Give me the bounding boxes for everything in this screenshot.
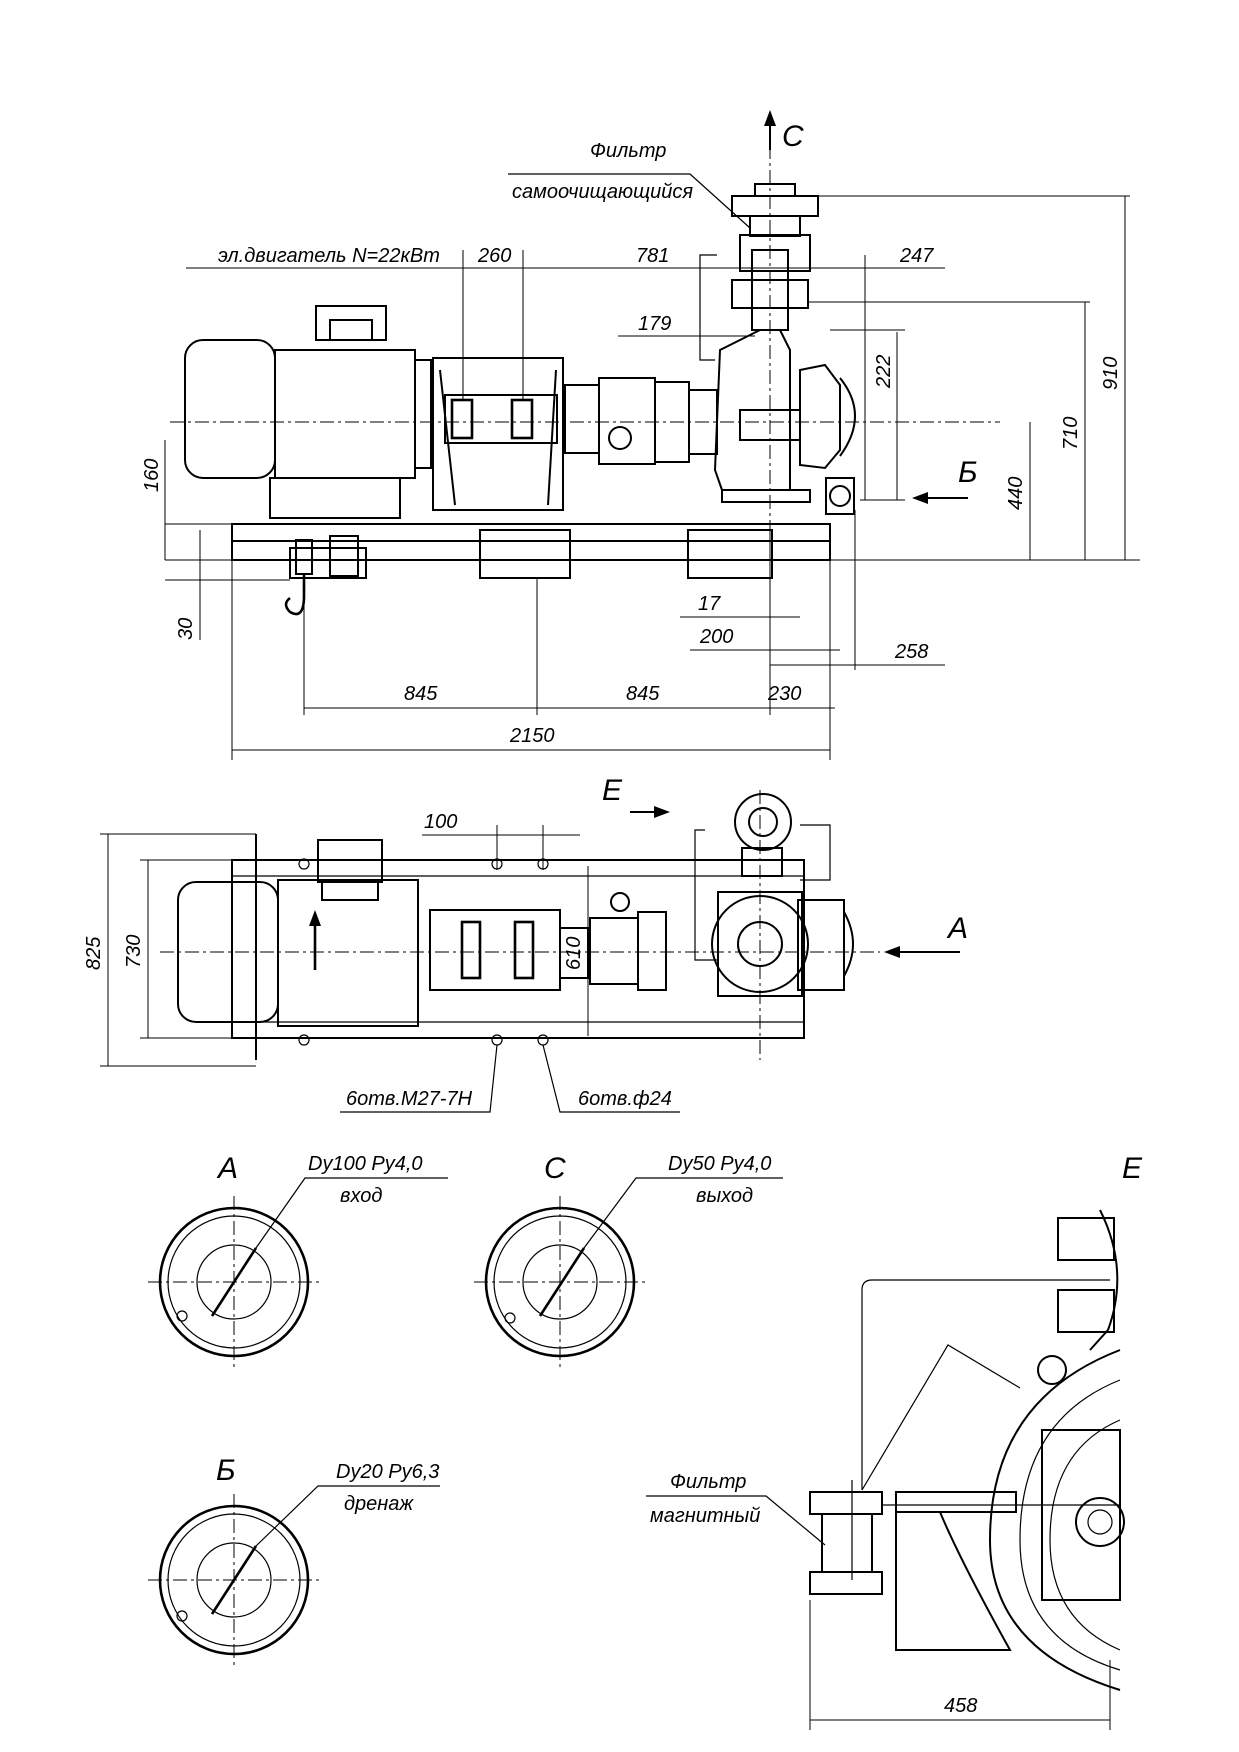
dim-440: 440: [1005, 477, 1027, 510]
dim-260: 260: [477, 245, 511, 267]
flange-b-letter: Б: [216, 1454, 236, 1487]
dim-458: 458: [944, 1695, 977, 1717]
dim-730: 730: [123, 935, 145, 968]
flange-b-purpose: дренаж: [344, 1493, 414, 1515]
view-arrow-e-letter: Е: [602, 774, 623, 807]
flange-a-letter: А: [216, 1152, 238, 1185]
dim-825: 825: [83, 936, 105, 970]
dim-845-right: 845: [626, 683, 660, 705]
detail-e-letter: Е: [1122, 1152, 1143, 1185]
dim-30: 30: [175, 618, 197, 640]
self-cleaning-filter-label-2: самоочищающийся: [512, 181, 693, 203]
flange-a-purpose: вход: [340, 1185, 382, 1207]
dim-2150: 2150: [509, 725, 555, 747]
flange-c-purpose: выход: [696, 1185, 753, 1207]
flange-view-b: Б Dy20 Py6,3 дренаж: [148, 1454, 440, 1666]
front-view: С Б Фильтр самоочищающийся эл.двигатель …: [141, 110, 1140, 760]
view-arrow-c-letter: С: [782, 120, 804, 153]
flange-c-letter: С: [544, 1152, 566, 1185]
dim-610: 610: [563, 937, 585, 970]
dim-781: 781: [636, 245, 669, 267]
plan-view: Е А 100 610 825 730 6отв.М27-7Н 6отв.ф24: [83, 774, 968, 1113]
dim-910: 910: [1100, 357, 1122, 390]
magnetic-filter-label-1: Фильтр: [670, 1471, 746, 1493]
dim-222: 222: [873, 355, 895, 389]
dim-160: 160: [141, 459, 163, 492]
dim-247: 247: [899, 245, 934, 267]
dim-710: 710: [1060, 417, 1082, 450]
dim-17: 17: [698, 593, 721, 615]
flange-view-a: А Dy100 Py4,0 вход: [148, 1152, 448, 1368]
dim-230: 230: [767, 683, 801, 705]
detail-view-e: Е Фильтр магнитный 458: [646, 1152, 1143, 1730]
flange-a-size: Dy100 Py4,0: [308, 1153, 423, 1175]
motor-label: эл.двигатель N=22кВт: [218, 245, 440, 267]
view-arrow-a-letter: А: [946, 912, 968, 945]
dim-845-left: 845: [404, 683, 438, 705]
holes-thread-label: 6отв.М27-7Н: [346, 1088, 473, 1110]
flange-view-c: С Dy50 Py4,0 выход: [474, 1152, 783, 1368]
dim-200: 200: [699, 626, 733, 648]
dim-258: 258: [894, 641, 928, 663]
dim-100: 100: [424, 811, 457, 833]
view-arrow-b-letter: Б: [958, 456, 978, 489]
magnetic-filter-label-2: магнитный: [650, 1505, 760, 1527]
flange-b-size: Dy20 Py6,3: [336, 1461, 439, 1483]
dim-179: 179: [638, 313, 671, 335]
flange-c-size: Dy50 Py4,0: [668, 1153, 771, 1175]
holes-dia-label: 6отв.ф24: [578, 1088, 672, 1110]
self-cleaning-filter-label-1: Фильтр: [590, 140, 666, 162]
